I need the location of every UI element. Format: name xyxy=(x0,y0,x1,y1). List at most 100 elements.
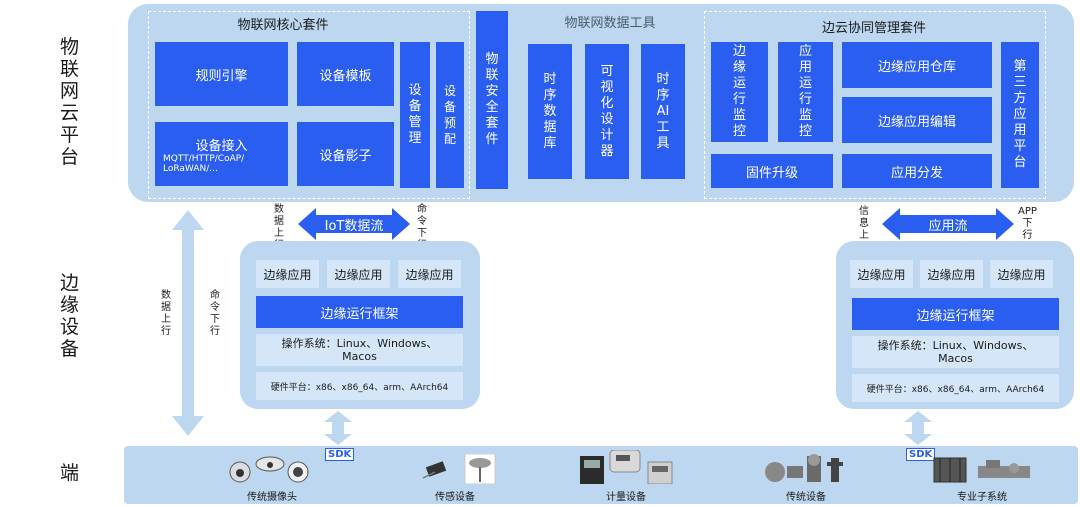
vertical-char: 上 xyxy=(859,230,869,241)
sdk-label-right: SDK xyxy=(906,448,936,461)
vertical-char: 方 xyxy=(1013,91,1027,106)
edge-runtime-framework-left[interactable]: 边缘运行框架 xyxy=(256,296,463,328)
vertical-char: 联 xyxy=(60,58,80,80)
subsystem-icon xyxy=(933,457,1030,483)
device-shadow-block[interactable]: 设备影子 xyxy=(297,122,394,186)
vertical-char: 预 xyxy=(443,116,456,130)
vertical-char: 缘 xyxy=(60,294,80,316)
edge-os-right-line2: Macos xyxy=(938,352,973,365)
device-access-protocols-2: LoRaWAN/... xyxy=(163,163,218,174)
edge-app-edit-block[interactable]: 边缘应用编辑 xyxy=(842,97,992,143)
vertical-char: 应 xyxy=(798,44,812,59)
vertical-char: 视 xyxy=(600,79,614,95)
vertical-char: 理 xyxy=(408,131,422,146)
iot-security-suite-block[interactable]: 物联安全套件 xyxy=(476,11,508,189)
vertical-char: APP xyxy=(1018,206,1037,217)
edge-terminal-arrow-right xyxy=(904,411,932,445)
vertical-char: 化 xyxy=(600,95,614,111)
vertical-char: 应 xyxy=(1013,107,1027,122)
rule-engine-block[interactable]: 规则引擎 xyxy=(155,42,288,106)
vertical-char: 监 xyxy=(798,108,812,123)
device-cameras: 传统摄像头 xyxy=(222,454,322,503)
edge-os-right-line1: 操作系统：Linux、Windows、 xyxy=(877,339,1034,352)
device-access-block[interactable]: 设备接入 MQTT/HTTP/CoAP/ LoRaWAN/... xyxy=(155,122,288,186)
iot-core-suite xyxy=(148,11,470,199)
vertical-char: 设 xyxy=(408,83,422,98)
device-label-subsystem: 专业子系统 xyxy=(957,492,1007,503)
vertical-char: 下 xyxy=(210,314,220,325)
device-provision-block[interactable]: 设备预配 xyxy=(436,42,464,188)
vertical-char: 件 xyxy=(485,132,499,147)
vertical-char: 命 xyxy=(210,290,220,301)
vertical-char: 物 xyxy=(485,52,499,67)
vertical-char: 计 xyxy=(600,127,614,143)
edge-hw-right: 硬件平台：x86、x86_64、arm、AArch64 xyxy=(852,374,1059,402)
vertical-char: 第 xyxy=(1013,59,1027,74)
vertical-char: 物 xyxy=(60,36,80,58)
device-access-label: 设备接入 xyxy=(195,138,248,154)
vertical-char: 上 xyxy=(161,314,171,325)
industrial-equipment-icon xyxy=(765,454,843,482)
edge-app-repo-block[interactable]: 边缘应用仓库 xyxy=(842,42,992,88)
vertical-char: 联 xyxy=(485,68,499,83)
camera-icon xyxy=(229,456,309,483)
device-label-cameras: 传统摄像头 xyxy=(247,492,297,503)
vertical-char: 备 xyxy=(443,100,456,114)
vertical-char: 行 xyxy=(210,326,220,337)
vertical-char: 云 xyxy=(60,102,80,124)
tsdb-block[interactable]: 时序数据库 xyxy=(528,44,572,179)
vertical-char: 数 xyxy=(543,103,557,119)
vertical-char: 行 xyxy=(798,92,812,107)
device-access-protocols-1: MQTT/HTTP/CoAP/ xyxy=(163,153,245,164)
vertical-char: 三 xyxy=(1013,75,1027,90)
vertical-char: 安 xyxy=(485,84,499,99)
edge-app-left-1[interactable]: 边缘应用 xyxy=(256,260,319,288)
vertical-char: 令 xyxy=(417,216,427,227)
sensor-icon xyxy=(422,454,496,484)
edge-app-right-3[interactable]: 边缘应用 xyxy=(990,260,1053,288)
vertical-char: 设 xyxy=(60,316,80,338)
vertical-char: 具 xyxy=(656,135,670,151)
third-party-platform-block[interactable]: 第三方应用平台 xyxy=(1001,42,1039,188)
edge-app-right-2[interactable]: 边缘应用 xyxy=(920,260,983,288)
label-data-up-long: 数据上行 xyxy=(161,290,171,338)
edge-runtime-monitor-block[interactable]: 边缘运行监控 xyxy=(711,42,768,142)
device-label-sensors: 传感设备 xyxy=(435,492,475,503)
edge-app-left-3[interactable]: 边缘应用 xyxy=(398,260,461,288)
vertical-char: 监 xyxy=(732,108,746,123)
vertical-char: 据 xyxy=(274,216,284,227)
meter-icon xyxy=(580,450,673,484)
device-traditional: 传统设备 xyxy=(758,452,854,503)
vertical-char: 时 xyxy=(543,71,557,87)
iot-flow-arrow xyxy=(298,208,410,240)
vertical-char: 行 xyxy=(161,326,171,337)
edge-app-right-1[interactable]: 边缘应用 xyxy=(850,260,913,288)
firmware-upgrade-block[interactable]: 固件升级 xyxy=(711,154,833,188)
vertical-char: 套 xyxy=(485,116,499,131)
vertical-char: 信 xyxy=(859,206,869,217)
vertical-char: 端 xyxy=(60,462,80,484)
vertical-char: 运 xyxy=(798,76,812,91)
long-double-arrow xyxy=(172,210,204,436)
vertical-char: 数 xyxy=(274,204,284,215)
vertical-char: 平 xyxy=(1013,139,1027,154)
row-label-cloud: 物联网云平台 xyxy=(60,36,79,168)
app-distribution-block[interactable]: 应用分发 xyxy=(842,154,992,188)
edge-runtime-framework-right[interactable]: 边缘运行框架 xyxy=(852,298,1059,330)
vertical-char: 令 xyxy=(210,302,220,313)
vertical-char: 器 xyxy=(600,143,614,159)
device-sensors: 传感设备 xyxy=(410,454,500,503)
vertical-char: 行 xyxy=(1022,230,1033,241)
visual-designer-block[interactable]: 可视化设计器 xyxy=(585,44,629,179)
device-meters: 计量设备 xyxy=(578,450,674,503)
data-tools-title: 物联网数据工具 xyxy=(564,16,656,31)
device-management-block[interactable]: 设备管理 xyxy=(400,42,430,188)
edge-os-left: 操作系统：Linux、Windows、 Macos xyxy=(256,334,463,366)
app-runtime-monitor-block[interactable]: 应用运行监控 xyxy=(778,42,833,142)
vertical-char: 全 xyxy=(485,100,499,115)
device-model-block[interactable]: 设备模板 xyxy=(297,42,394,106)
vertical-char: 缘 xyxy=(732,60,746,75)
sdk-label-left: SDK xyxy=(325,448,355,461)
edge-app-left-2[interactable]: 边缘应用 xyxy=(327,260,390,288)
